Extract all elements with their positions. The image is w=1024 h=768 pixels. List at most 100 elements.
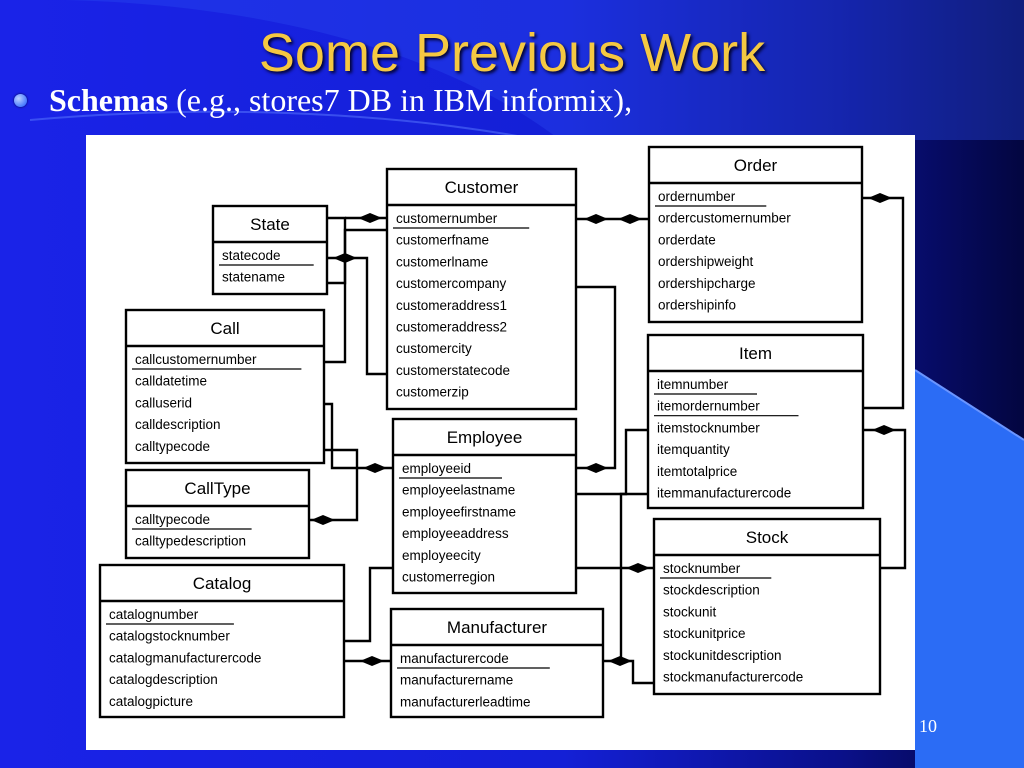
entity-attribute: calltypedescription <box>135 534 246 549</box>
entity-attribute: manufacturername <box>400 673 513 688</box>
relationship-diamond-icon <box>608 656 632 666</box>
entity-attribute: employeelastname <box>402 483 515 498</box>
entity-attribute: calltypecode <box>135 439 210 454</box>
entity-box <box>652 517 882 696</box>
entity-attribute: itemstocknumber <box>657 420 760 435</box>
entity-attribute: ordershipweight <box>658 254 754 269</box>
entity-attribute: manufacturercode <box>400 651 509 666</box>
page-number: 10 <box>919 716 937 736</box>
entity-attribute: stockmanufacturercode <box>663 670 803 685</box>
entity-attribute: itemordernumber <box>657 399 760 414</box>
entity-attribute: customercity <box>396 341 472 356</box>
background-corner-edge <box>914 369 1024 441</box>
entity-attribute: stockunitdescription <box>663 648 782 663</box>
link-customer-employee-region <box>576 285 617 470</box>
entity-attribute: itemmanufacturercode <box>657 486 791 501</box>
slide-title: Some Previous Work <box>258 23 766 83</box>
entity-attribute: customerstatecode <box>396 363 510 378</box>
entity-call: Call callcustomernumber calldatetime callus… <box>124 308 326 465</box>
entity-attribute: catalogmanufacturercode <box>109 650 261 665</box>
entity-attribute: catalognumber <box>109 607 199 622</box>
entity-name: Item <box>739 344 772 363</box>
relationship-diamond-icon <box>584 214 608 224</box>
entity-attribute: itemquantity <box>657 442 730 457</box>
bullet-schemas: Schemas (e.g., stores7 DB in IBM informi… <box>14 80 632 120</box>
entity-attribute: customerfname <box>396 233 489 248</box>
relationship-lines <box>309 193 907 685</box>
entity-attribute: customercompany <box>396 276 507 291</box>
entity-employee: Employee employeeid employeelastname employ… <box>391 417 578 595</box>
entity-attribute: stockunitprice <box>663 626 746 641</box>
entity-name: Employee <box>447 428 523 447</box>
relationship-diamond-icon <box>358 213 382 223</box>
relationship-diamond-icon <box>868 193 892 203</box>
er-diagram: State statecode statename Customer customern… <box>98 145 907 719</box>
entity-name: CallType <box>184 479 250 498</box>
entity-name: Manufacturer <box>447 618 547 637</box>
entity-attribute: customeraddress2 <box>396 320 507 335</box>
entity-box <box>211 204 329 296</box>
entity-attribute: statecode <box>222 248 281 263</box>
entity-attribute: catalogpicture <box>109 694 193 709</box>
entity-attribute: ordershipcharge <box>658 276 756 291</box>
entity-name: Stock <box>746 528 789 547</box>
relationship-diamond-icon <box>618 214 642 224</box>
entity-attribute: itemnumber <box>657 377 729 392</box>
entity-attribute: customerzip <box>396 385 469 400</box>
entity-attribute: customernumber <box>396 211 498 226</box>
entity-box <box>124 308 326 465</box>
entity-customer: Customer customernumber customerfname custo… <box>385 167 578 411</box>
entity-manufacturer: Manufacturer manufacturercode manufacturer… <box>389 607 605 719</box>
bullet-text: (e.g., stores7 DB in IBM informix), <box>168 81 633 118</box>
entity-name: State <box>250 215 290 234</box>
relationship-diamond-icon <box>333 253 357 263</box>
entity-attribute: calluserid <box>135 395 192 410</box>
link-manufacturer-stock <box>603 659 654 685</box>
er-diagram-panel: State statecode statename Customer customern… <box>86 135 915 750</box>
link-order-item <box>862 196 905 410</box>
entity-attribute: employeeid <box>402 461 471 476</box>
relationship-diamond-icon <box>584 463 608 473</box>
entity-attribute: calldatetime <box>135 374 207 389</box>
relationship-diamond-icon <box>626 563 650 573</box>
entity-attribute: ordershipinfo <box>658 298 736 313</box>
entity-attribute: manufacturerleadtime <box>400 694 531 709</box>
link-state-customer-statecode <box>327 256 387 376</box>
entity-attribute: statename <box>222 270 285 285</box>
entity-box <box>98 563 346 719</box>
entity-box <box>646 333 865 510</box>
entity-name: Call <box>210 319 239 338</box>
entity-attribute: customerlname <box>396 254 488 269</box>
link-customer-call <box>324 228 387 364</box>
entity-name: Customer <box>445 178 519 197</box>
entity-item: Item itemnumber itemordernumber itemstocknu… <box>646 333 865 510</box>
entity-box <box>385 167 578 411</box>
entity-attribute: stocknumber <box>663 561 741 576</box>
entity-attribute: ordercustomernumber <box>658 211 791 226</box>
bullet-term: Schemas <box>49 81 169 118</box>
entity-attribute: catalogdescription <box>109 672 218 687</box>
entity-attribute: employeeaddress <box>402 526 509 541</box>
background-swoosh-line <box>29 110 541 141</box>
entity-attribute: itemtotalprice <box>657 464 737 479</box>
entity-box <box>389 607 605 719</box>
entity-catalog: Catalogcatalognumbercatalogstocknumberca… <box>98 563 346 719</box>
entity-attribute: employeefirstname <box>402 504 516 519</box>
background-corner-wedge <box>915 370 1024 768</box>
entity-attribute: orderdate <box>658 232 716 247</box>
link-manufacturer-item <box>619 492 648 661</box>
entity-attribute: catalogstocknumber <box>109 629 230 644</box>
relationship-diamond-icon <box>872 425 896 435</box>
entity-attribute: ordernumber <box>658 189 736 204</box>
entity-stock: Stock stocknumber stockdescription stockuni… <box>652 517 882 696</box>
entity-name: Order <box>734 156 778 175</box>
entity-attribute: stockdescription <box>663 583 760 598</box>
entity-attribute: callcustomernumber <box>135 352 257 367</box>
link-call-employee <box>324 402 393 470</box>
link-employee-item <box>576 428 648 496</box>
link-state-customer <box>327 216 347 285</box>
relationship-diamond-icon <box>360 656 384 666</box>
entity-state: State statecode statename <box>211 204 329 296</box>
